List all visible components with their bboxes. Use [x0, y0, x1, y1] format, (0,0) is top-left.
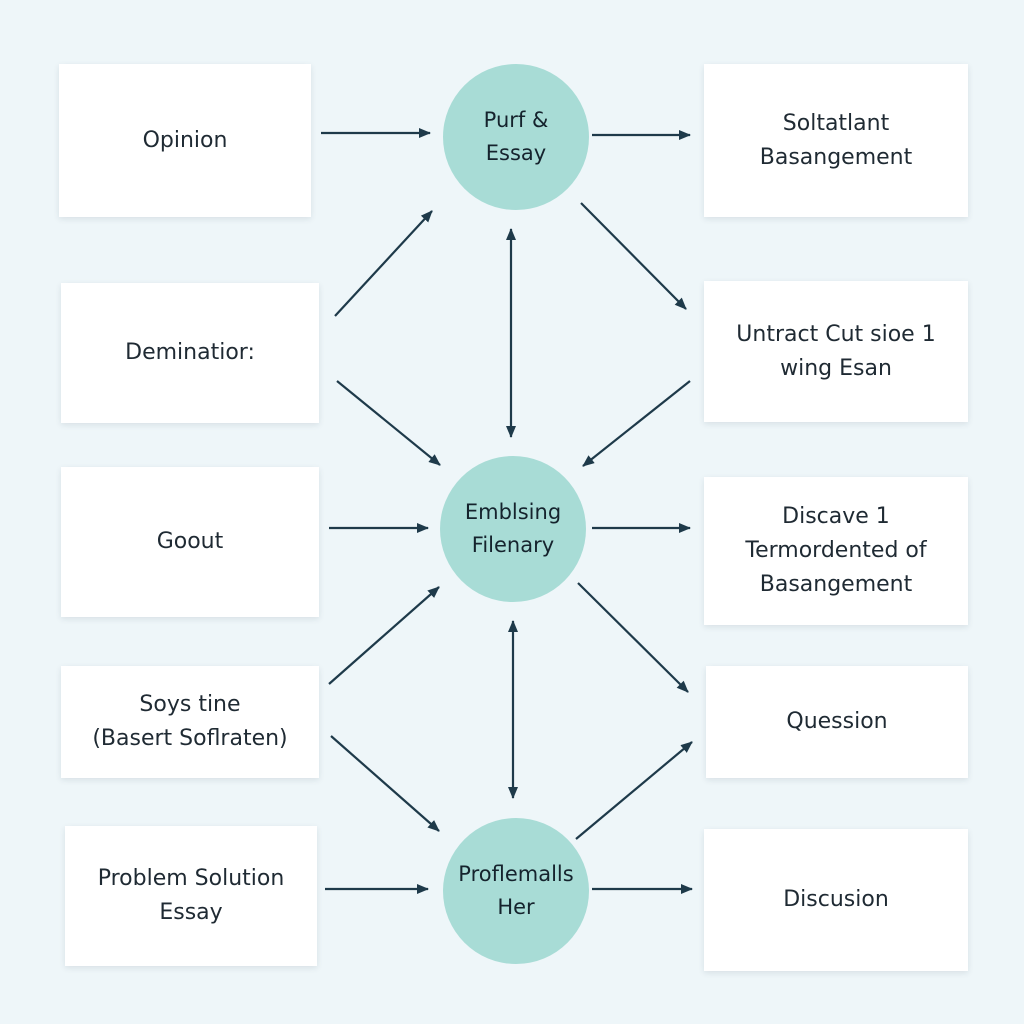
arrow-right2-to-node2 [582, 380, 691, 467]
arrow-node2-to-right4 [577, 582, 689, 693]
box-soys-tine: Soys tine (Basert Soflraten) [61, 666, 319, 778]
box-soltatlant-basangement: Soltatlant Basangement [704, 64, 968, 217]
box-quession: Quession [706, 666, 968, 778]
node-proflemalls-her: Proflemalls Her [443, 818, 589, 964]
box-discave-termordented: Discave 1 Termordented of Basangement [704, 477, 968, 625]
arrow-left2-to-node2 [336, 380, 441, 466]
box-opinion: Opinion [59, 64, 311, 217]
arrow-node1-to-right2 [580, 202, 687, 310]
box-problem-solution-essay: Problem Solution Essay [65, 826, 317, 966]
node-emblsing-filenary: Emblsing Filenary [440, 456, 586, 602]
box-goout: Goout [61, 467, 319, 617]
arrow-left4-to-node2 [328, 586, 440, 685]
arrow-node3-to-right4 [575, 741, 693, 840]
box-deminatior: Deminatior: [61, 283, 319, 423]
box-discusion: Discusion [704, 829, 968, 971]
arrow-left4-to-node3 [330, 735, 440, 832]
box-untract-cut-sioe: Untract Cut sioe 1 wing Esan [704, 281, 968, 422]
arrow-left2-to-node1 [334, 210, 433, 317]
node-purf-essay: Purf & Essay [443, 64, 589, 210]
